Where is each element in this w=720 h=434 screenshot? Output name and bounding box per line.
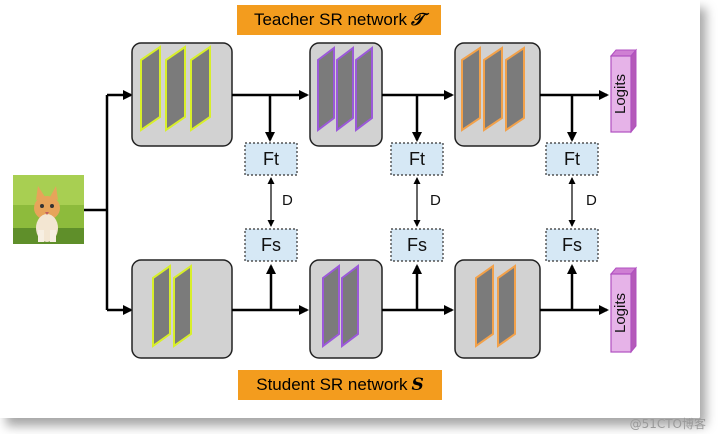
teacher-features: Ft Ft Ft bbox=[244, 142, 599, 176]
teacher-symbol: 𝒯 bbox=[411, 10, 425, 30]
student-symbol: S bbox=[411, 375, 424, 395]
ft-box-1: Ft bbox=[244, 142, 298, 176]
fs-box-2: Fs bbox=[390, 228, 444, 262]
student-block-2 bbox=[309, 259, 383, 359]
input-image bbox=[13, 175, 84, 244]
teacher-network-label: Teacher SR network bbox=[253, 10, 408, 29]
student-feature-taps bbox=[266, 264, 577, 310]
input-connectors bbox=[84, 90, 133, 315]
teacher-feature-taps bbox=[265, 95, 577, 142]
student-logits: Logits bbox=[609, 266, 638, 354]
teacher-logits-label: Logits bbox=[612, 74, 629, 114]
distance-label-3: D bbox=[586, 192, 597, 209]
student-network-label: Student SR network bbox=[256, 375, 408, 394]
student-block-1 bbox=[131, 259, 233, 359]
distance-label-1: D bbox=[282, 192, 293, 209]
ft-label-2: Ft bbox=[409, 149, 425, 169]
student-logits-label: Logits bbox=[612, 293, 629, 333]
ft-box-3: Ft bbox=[545, 142, 599, 176]
distance-links bbox=[267, 177, 576, 227]
teacher-block-2 bbox=[309, 42, 383, 147]
watermark: @51CTO博客 bbox=[629, 417, 706, 431]
ft-label-1: Ft bbox=[263, 149, 279, 169]
distance-label-2: D bbox=[430, 192, 441, 209]
fs-box-1: Fs bbox=[244, 228, 298, 262]
fs-label-3: Fs bbox=[562, 235, 582, 255]
fs-label-1: Fs bbox=[261, 235, 281, 255]
teacher-logits: Logits bbox=[609, 48, 638, 134]
teacher-block-1 bbox=[131, 42, 233, 147]
teacher-block-3 bbox=[454, 42, 541, 147]
fs-label-2: Fs bbox=[407, 235, 427, 255]
student-features: Fs Fs Fs bbox=[244, 228, 599, 262]
student-block-3 bbox=[454, 259, 541, 359]
ft-box-2: Ft bbox=[390, 142, 444, 176]
ft-label-3: Ft bbox=[564, 149, 580, 169]
fs-box-3: Fs bbox=[545, 228, 599, 262]
